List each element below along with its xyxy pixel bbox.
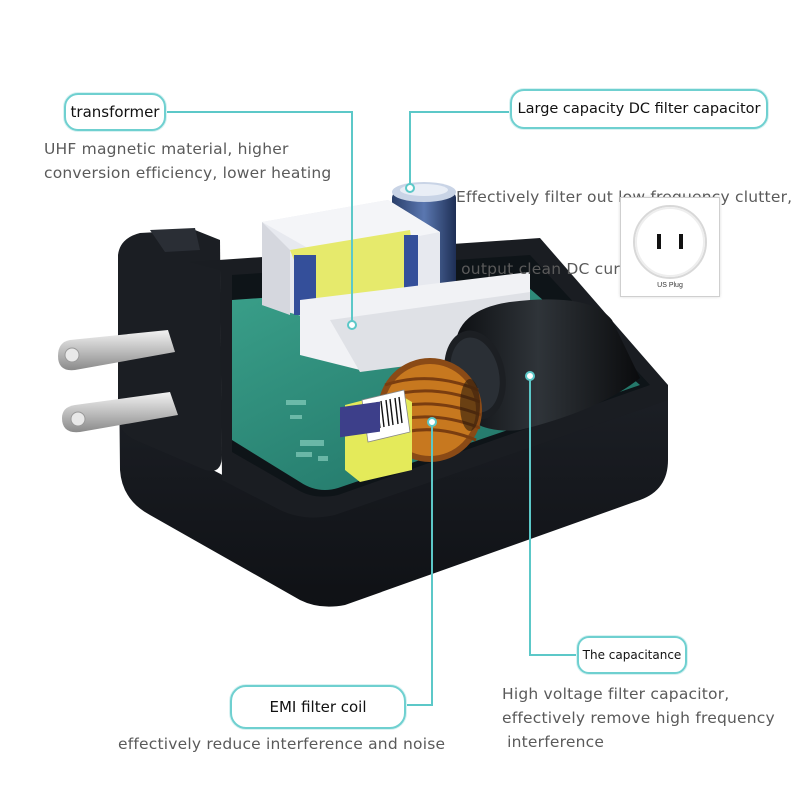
transformer-leader-line — [164, 111, 353, 325]
dc-capacitor-label-text: Large capacity DC filter capacitor — [517, 101, 761, 117]
ic-component — [340, 401, 380, 438]
dc-capacitor-desc-line: output clean DC current — [456, 260, 652, 278]
transformer-label-text: transformer — [70, 103, 160, 121]
us-plug-outlet-icon — [633, 205, 707, 279]
emi-coil-label: EMI filter coil — [230, 685, 406, 729]
plug-prongs — [58, 330, 178, 433]
capacitance-description: High voltage filter capacitor, effective… — [502, 682, 775, 754]
dc-capacitor-leader-line — [409, 111, 510, 185]
transformer-desc-line: conversion efficiency, lower heating — [44, 164, 332, 182]
transformer-label: transformer — [64, 93, 166, 131]
dc-capacitor-label: Large capacity DC filter capacitor — [510, 89, 768, 129]
capacitance-label: The capacitance — [577, 636, 687, 674]
emi-coil-leader-line — [405, 422, 433, 706]
us-plug-caption: US Plug — [657, 282, 683, 289]
emi-coil-description: effectively reduce interference and nois… — [118, 732, 445, 756]
transformer-desc-line: UHF magnetic material, higher — [44, 140, 289, 158]
transformer-description: UHF magnetic material, higher conversion… — [44, 137, 331, 185]
us-plug-card: US Plug — [620, 197, 720, 297]
capacitance-desc-line: High voltage filter capacitor, — [502, 685, 730, 703]
capacitance-leader-line — [529, 376, 578, 656]
emi-coil-label-text: EMI filter coil — [269, 698, 367, 716]
capacitance-label-text: The capacitance — [582, 648, 682, 662]
emi-coil-desc-line: effectively reduce interference and nois… — [118, 735, 446, 753]
capacitance-desc-line: interference — [502, 733, 605, 751]
capacitance-desc-line: effectively remove high frequency — [502, 709, 775, 727]
